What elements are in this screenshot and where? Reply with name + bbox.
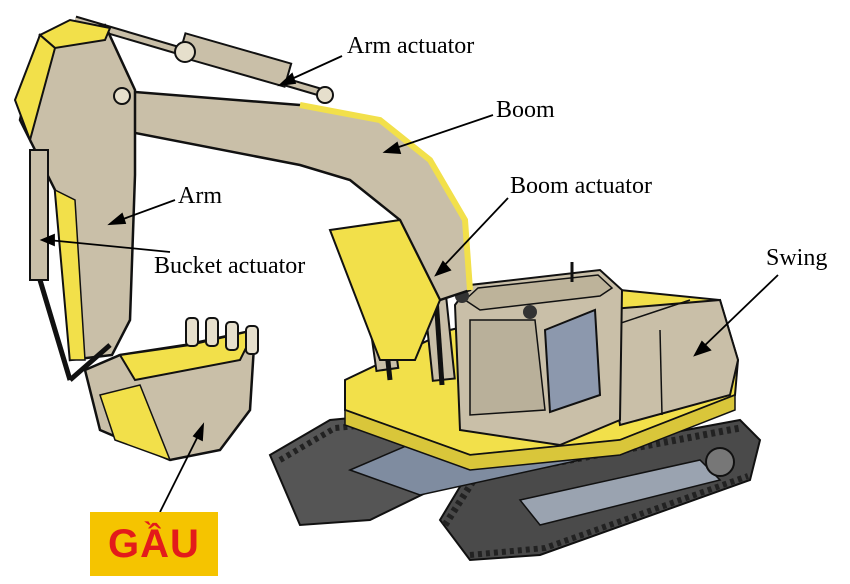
label-bucket-actuator: Bucket actuator (154, 253, 306, 279)
bucket-callout-text: GẦU (108, 522, 200, 566)
label-boom: Boom (496, 97, 555, 123)
front-track (438, 418, 762, 562)
label-boom-actuator: Boom actuator (510, 173, 652, 199)
label-arm: Arm (178, 183, 222, 209)
label-swing: Swing (766, 245, 828, 271)
bucket-callout-box: GẦU (90, 512, 218, 576)
bucket-teeth (185, 317, 259, 355)
arm (13, 18, 137, 362)
bucket (83, 317, 259, 462)
boom-lower-plate (328, 218, 442, 361)
label-arm-actuator: Arm actuator (347, 33, 475, 59)
pointer-lines (39, 55, 779, 513)
cab (453, 262, 624, 447)
bucket-actuator (29, 149, 112, 382)
